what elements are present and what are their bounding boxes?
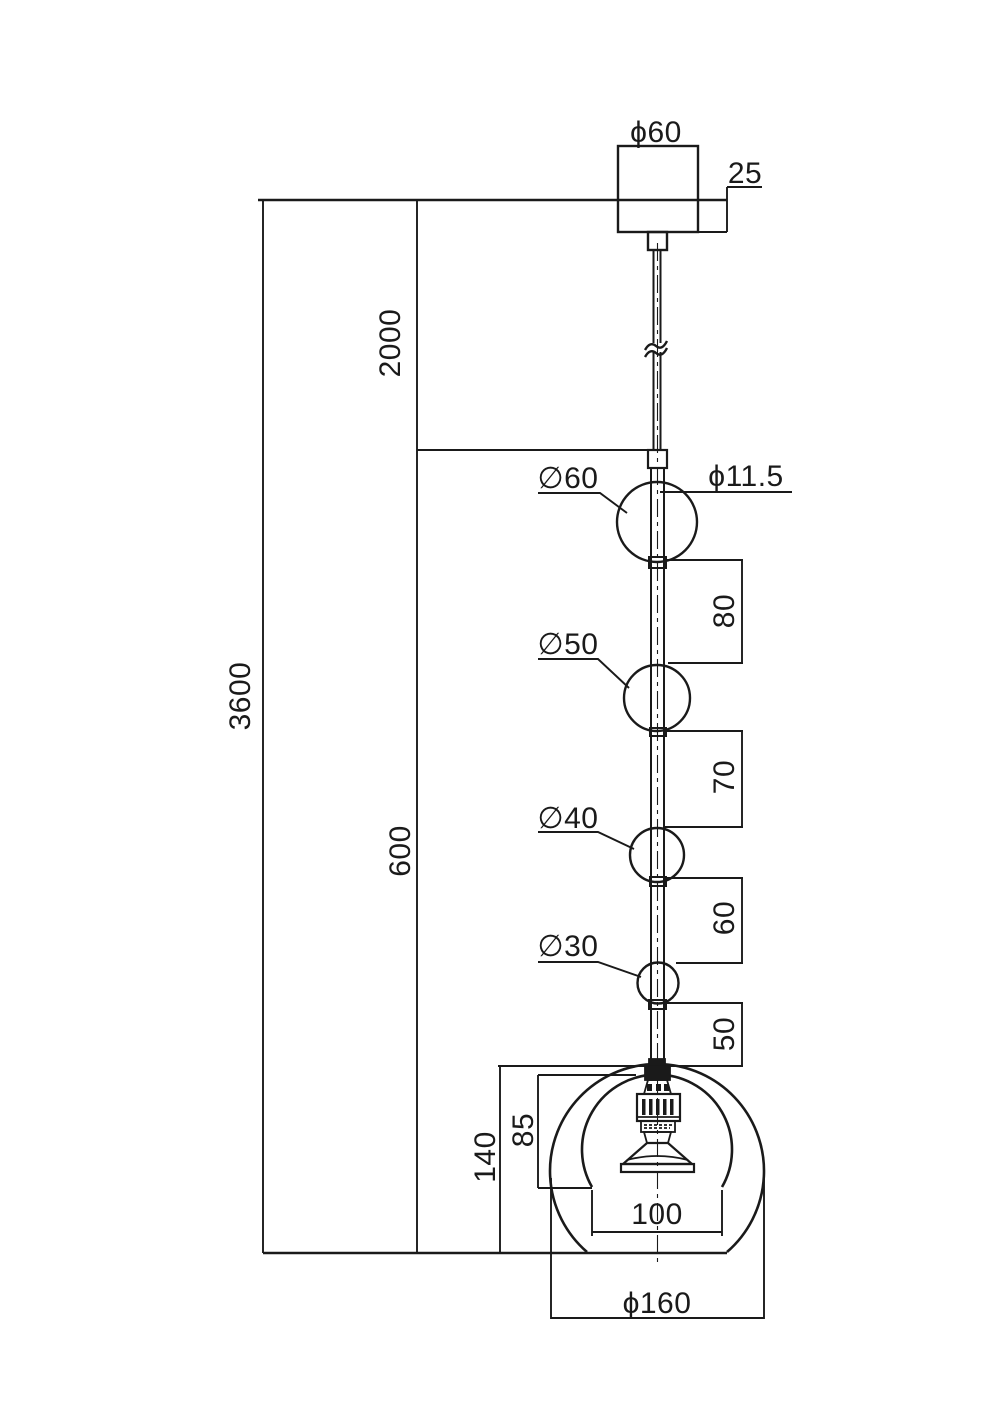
dim-gap-50: 50 xyxy=(708,1016,741,1052)
bulb-rim xyxy=(619,1162,696,1174)
dim-gap-70: 70 xyxy=(708,759,741,795)
dimension-lines xyxy=(258,186,792,1319)
sphere-50 xyxy=(622,663,692,733)
sphere-40 xyxy=(628,826,686,884)
dim-sphere-40: ∅40 xyxy=(537,802,599,835)
dim-cable-length: 2000 xyxy=(374,308,407,378)
cable-break-icon xyxy=(643,340,669,351)
dim-canopy-diameter: ϕ60 xyxy=(630,116,682,149)
dim-rod-section-height: 600 xyxy=(384,825,417,877)
dim-gap-80: 80 xyxy=(708,593,741,629)
decorative-spheres xyxy=(615,480,699,1010)
sphere-60 xyxy=(615,480,699,564)
dim-shade-diameter: ϕ160 xyxy=(622,1287,692,1320)
dim-inner-shade-height: 85 xyxy=(507,1112,540,1148)
dim-rod-diameter: ϕ11.5 xyxy=(708,460,784,493)
sphere-30 xyxy=(636,961,680,1005)
dim-shade-height: 140 xyxy=(469,1131,502,1183)
dim-shade-opening: 100 xyxy=(631,1198,683,1231)
dim-gap-60: 60 xyxy=(708,900,741,936)
dim-sphere-30: ∅30 xyxy=(537,930,599,963)
lamp-socket xyxy=(619,1058,696,1174)
dim-canopy-height: 25 xyxy=(727,157,763,190)
dim-sphere-60: ∅60 xyxy=(537,462,599,495)
dim-overall-height: 3600 xyxy=(224,661,257,731)
dim-sphere-50: ∅50 xyxy=(537,628,599,661)
cable-break-icon xyxy=(643,347,669,358)
